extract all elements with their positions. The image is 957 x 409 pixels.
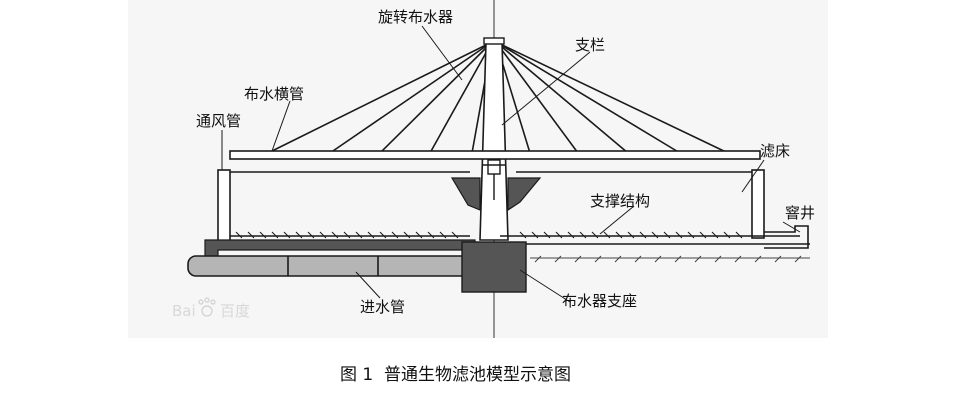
figure-caption: 图 1 普通生物滤池模型示意图 xyxy=(340,365,571,385)
label-distribution-pipe: 布水横管 xyxy=(244,85,304,103)
inlet-pipe-shape xyxy=(187,254,485,277)
distribution-pipe xyxy=(229,150,761,160)
mast-hopper xyxy=(450,177,542,212)
watermark-brand-en: Bai xyxy=(172,302,196,320)
ground-hatch xyxy=(530,255,810,263)
mast-valve xyxy=(482,159,506,200)
watermark-brand-cn: 百度 xyxy=(220,302,250,320)
leader-lines xyxy=(221,25,801,303)
distributor-base-block xyxy=(461,241,527,293)
label-distributor-base: 布水器支座 xyxy=(562,292,637,310)
label-ventilation-pipe: 通风管 xyxy=(196,112,241,130)
label-inlet-pipe: 进水管 xyxy=(360,298,405,316)
baidu-watermark: Bai 百度 xyxy=(172,297,250,320)
label-filter-bed: 滤床 xyxy=(760,142,790,160)
label-drain-well: 窨井 xyxy=(785,204,815,222)
label-support-rod: 支栏 xyxy=(575,36,605,54)
paw-icon xyxy=(198,297,216,317)
support-rods xyxy=(267,41,729,154)
label-support-structure: 支撑结构 xyxy=(590,192,650,210)
filter-tank xyxy=(217,169,810,249)
underdrain-hatch xyxy=(235,231,743,239)
label-rotary-distributor: 旋转布水器 xyxy=(378,8,453,26)
mast-cap xyxy=(483,37,505,45)
